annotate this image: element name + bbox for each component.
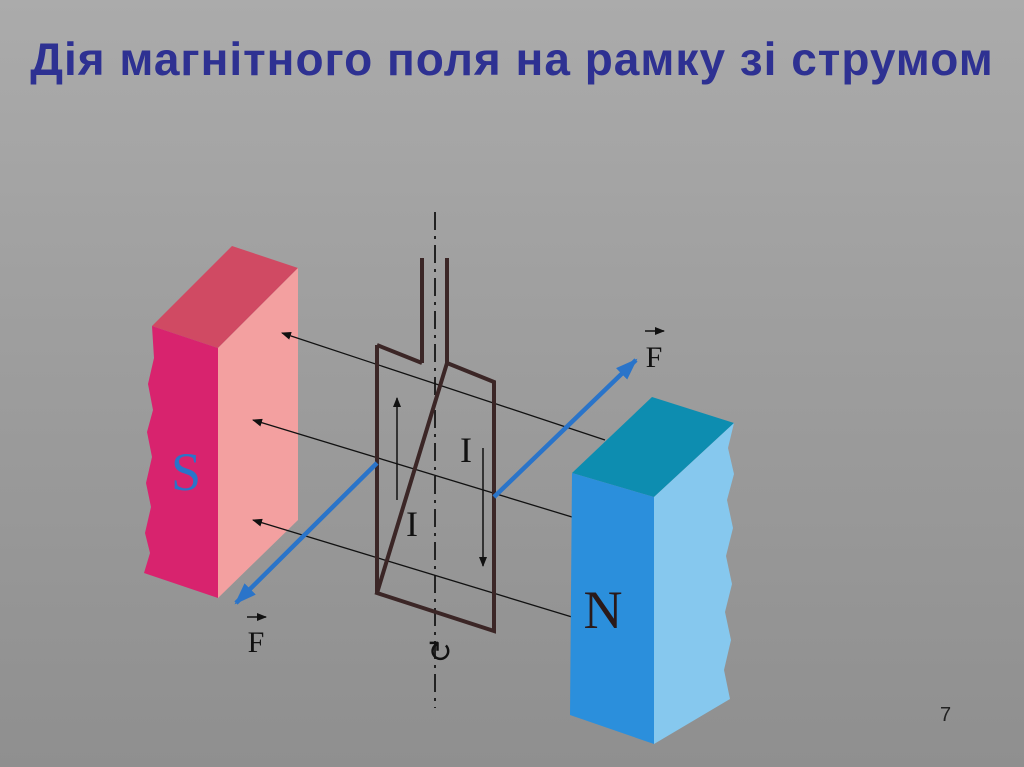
frame-leads (420, 258, 449, 363)
field-line-2 (252, 418, 573, 518)
force-vectors: F F (234, 327, 665, 659)
north-magnet-top (572, 397, 734, 497)
south-magnet: S (144, 246, 298, 598)
slide-title: Дія магнітного поля на рамку зі струмом (30, 33, 994, 85)
force-label-top: F (646, 341, 663, 374)
force-arrow-down (234, 461, 379, 605)
south-magnet-top (152, 246, 298, 348)
north-magnet-front (570, 473, 654, 744)
rotation-direction-icon: ↻ (427, 636, 452, 669)
current-label-right: I (460, 430, 472, 470)
force-arrow-up (492, 358, 638, 499)
frame-loop (374, 343, 496, 634)
magnetic-field-lines (252, 332, 606, 618)
south-pole-label: S (171, 442, 201, 502)
force-label-bottom: F (248, 626, 265, 659)
north-pole-label: N (584, 580, 623, 640)
north-magnet-side (654, 423, 734, 744)
south-magnet-front (144, 326, 218, 598)
page-number: 7 (940, 704, 952, 726)
current-frame: I I ↻ (374, 258, 496, 669)
south-magnet-side (218, 268, 298, 598)
north-magnet: N (570, 397, 734, 744)
current-label-left: I (406, 504, 418, 544)
field-line-1 (281, 332, 606, 441)
